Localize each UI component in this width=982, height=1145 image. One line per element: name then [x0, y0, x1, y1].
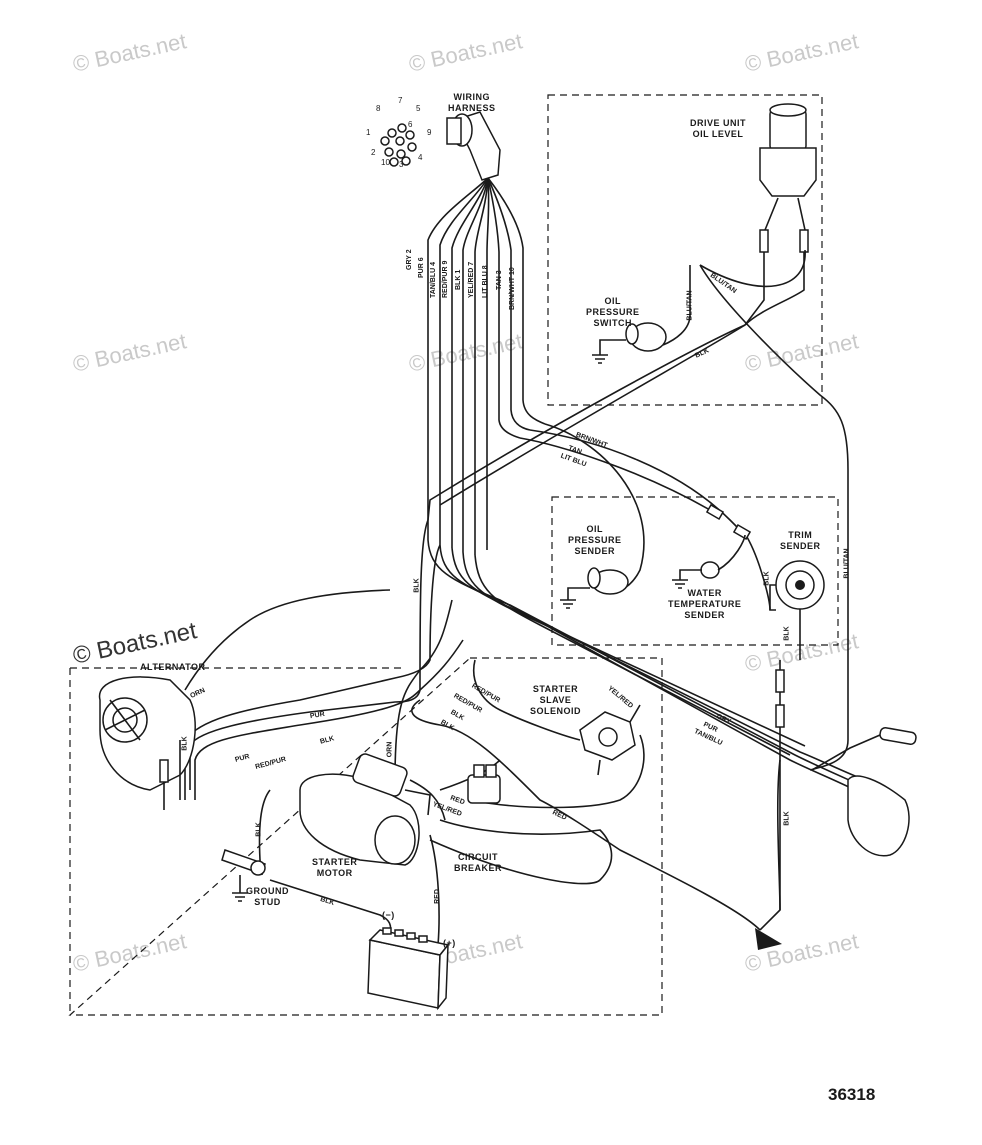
label-battery-negative: (−) [382, 910, 395, 920]
label-drive-unit-oil-level: DRIVE UNIT OIL LEVEL [690, 118, 747, 139]
wire-label-blk: BLK [181, 736, 189, 751]
wire-label-blu-tan: BLU/TAN [843, 548, 851, 579]
label-oil-pressure-sender: OIL PRESSURE SENDER [568, 524, 622, 556]
pin-label: 2 [371, 148, 376, 157]
circuit-breaker [467, 764, 501, 804]
label-trim-sender: TRIM SENDER [780, 530, 821, 551]
pin-label: 10 [381, 158, 390, 167]
pin-label: 8 [376, 104, 381, 113]
pin-label: 5 [416, 104, 421, 113]
label-water-temperature-sender: WATER TEMPERATURE SENDER [668, 588, 742, 620]
harness-wire-label: GRY 2 [406, 249, 413, 270]
harness-wire-label: TAN/BLU 4 [430, 261, 437, 298]
harness-connector [446, 111, 501, 181]
wire-label-blk: BLK [413, 578, 421, 593]
drive-unit-dashed-box [547, 94, 823, 406]
drive-unit-oil-level [699, 103, 849, 771]
direction-arrow [755, 928, 782, 950]
label-ground-stud: GROUND STUD [246, 886, 289, 907]
wire-blk-diagonal [427, 324, 746, 521]
wire-label-blk: BLK [763, 571, 771, 586]
harness-wire-label: TAN 3 [496, 270, 503, 290]
ground-stud [221, 849, 266, 902]
main-bundle-right [427, 539, 861, 791]
wire-label-red: RED [433, 889, 441, 904]
label-starter-motor: STARTER MOTOR [312, 857, 358, 878]
oil-pressure-sender [560, 567, 629, 609]
trim-sender [769, 560, 825, 910]
wire-label-blu-tan: BLU/TAN [686, 290, 694, 321]
label-battery-positive: (+) [443, 938, 456, 948]
harness-plug [811, 727, 917, 857]
engine-wires [184, 519, 781, 946]
alternator [98, 676, 196, 810]
pin-label: 6 [408, 120, 413, 129]
wire-label-blk: BLK [783, 811, 791, 826]
label-oil-pressure-switch: OIL PRESSURE SWITCH [586, 296, 640, 328]
harness-wire-label: LIT BLU 8 [482, 265, 489, 298]
wire-label-blk: BLK [255, 822, 263, 837]
label-starter-slave-solenoid: STARTER SLAVE SOLENOID [530, 684, 582, 716]
wire-label-blk: BLK [783, 626, 791, 641]
engine-dashed-box [68, 657, 663, 1016]
label-wiring-harness: WIRING HARNESS [448, 92, 496, 113]
harness-wire-label: BRN/WHT 10 [509, 267, 516, 310]
starter-motor [299, 753, 431, 866]
pin-label: 4 [418, 153, 423, 162]
label-circuit-breaker: CIRCUIT BREAKER [454, 852, 503, 873]
harness-wire-label: BLK 1 [455, 269, 462, 290]
pin-label: 7 [398, 96, 403, 105]
water-temperature-sender [672, 534, 746, 589]
harness-wire-label: YEL/RED 7 [468, 261, 475, 298]
harness-wire-label: RED/PUR 9 [442, 260, 449, 298]
wire-blk-diagonal-2 [439, 324, 746, 506]
pin-label: 1 [366, 128, 371, 137]
oil-pressure-switch [592, 265, 691, 364]
label-alternator: ALTERNATOR [140, 662, 206, 672]
battery [367, 927, 450, 1011]
pin-label: 3 [399, 160, 404, 169]
pin-label: 9 [427, 128, 432, 137]
harness-wire-label: PUR 6 [418, 257, 425, 278]
sender-dashed-box [551, 496, 839, 646]
wire-label-orn: ORN [386, 741, 394, 758]
harness-pinout [380, 123, 417, 167]
starter-slave-solenoid [579, 704, 641, 776]
figure-number: 36318 [828, 1085, 876, 1104]
harness-bundle [427, 177, 546, 555]
